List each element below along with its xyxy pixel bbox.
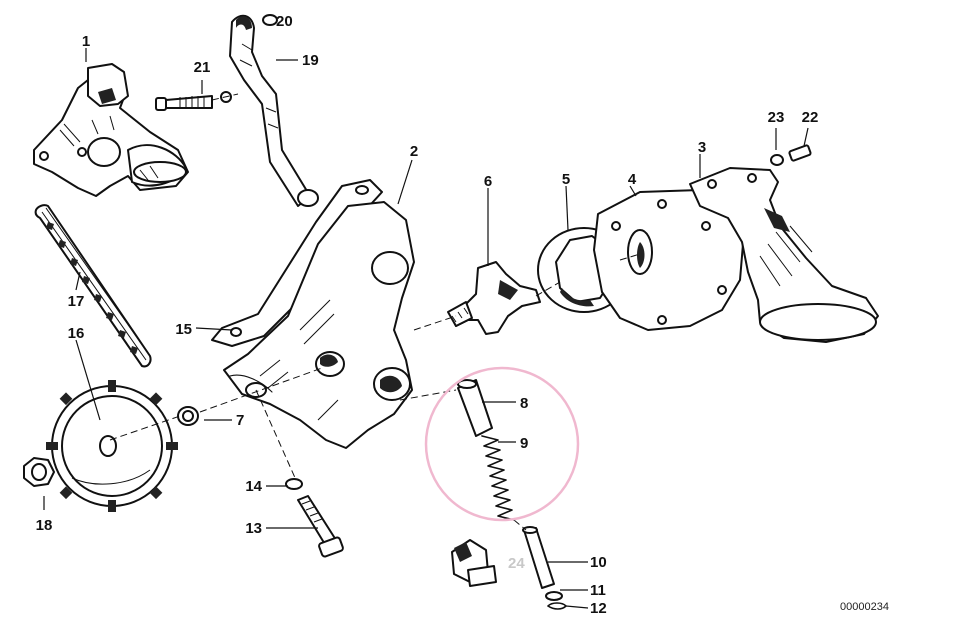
part-11-washer [545, 591, 563, 601]
callout-8: 8 [520, 395, 528, 412]
part-19-suction-pipe [229, 14, 319, 207]
part-10-plunger [522, 526, 555, 589]
callout-16: 16 [68, 325, 85, 342]
reference-code: 00000234 [840, 601, 889, 613]
callout-10: 10 [590, 554, 607, 571]
part-16-sprocket [46, 380, 178, 512]
callout-20: 20 [276, 13, 293, 30]
callout-21: 21 [194, 59, 211, 76]
callout-2: 2 [410, 143, 418, 160]
callout-12: 12 [590, 600, 607, 617]
part-14-washer [285, 478, 303, 490]
callout-23: 23 [768, 109, 785, 126]
part-21-bolt [155, 91, 232, 111]
callout-3: 3 [698, 139, 706, 156]
callout-9: 9 [520, 435, 528, 452]
part-13-bolt [297, 495, 344, 558]
part-12-circlip [547, 602, 567, 610]
callout-22: 22 [802, 109, 819, 126]
callout-7: 7 [236, 412, 244, 429]
callout-18: 18 [36, 517, 53, 534]
part-7-seal-ring [177, 406, 199, 426]
callout-labels: 1 2 3 4 5 6 7 8 9 10 11 12 13 14 15 16 1… [36, 13, 819, 617]
part-22-screw [788, 144, 812, 162]
callout-5: 5 [562, 171, 570, 188]
callout-17: 17 [68, 293, 85, 310]
part-3-pickup-strainer [689, 167, 879, 343]
callout-1: 1 [82, 33, 90, 50]
part-17-chain [34, 204, 152, 368]
leader-lines [43, 48, 809, 609]
part-2-pump-body [223, 201, 415, 449]
callout-4: 4 [628, 171, 637, 188]
part-8-piston [457, 379, 493, 437]
part-6-drive-shaft [447, 261, 541, 335]
callout-11: 11 [590, 582, 606, 599]
part-20-o-ring [262, 14, 278, 26]
part-24-plug [451, 539, 497, 587]
callout-24: 24 [508, 555, 525, 572]
part-18-nut [23, 457, 55, 487]
callout-19: 19 [302, 52, 319, 69]
callout-6: 6 [484, 173, 492, 190]
callout-14: 14 [245, 478, 262, 495]
part-9-spring [481, 435, 515, 521]
part-23-washer [770, 154, 784, 166]
highlight-ring [424, 366, 580, 522]
callout-15: 15 [175, 321, 192, 338]
callout-13: 13 [245, 520, 262, 537]
part-1-pump-housing [33, 63, 189, 197]
